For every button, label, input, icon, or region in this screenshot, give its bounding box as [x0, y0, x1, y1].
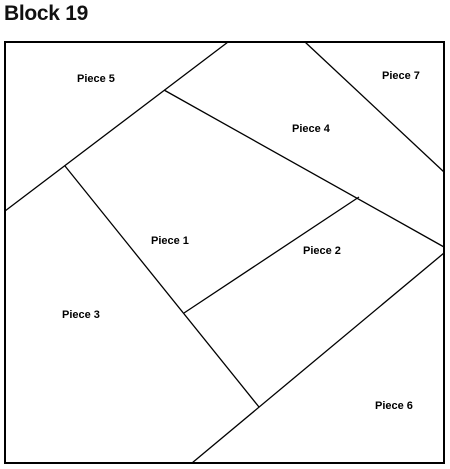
piece-label-6: Piece 6	[375, 400, 413, 412]
seam-line	[4, 41, 229, 212]
block-title: Block 19	[4, 2, 88, 25]
piece-label-4: Piece 4	[292, 123, 331, 135]
seam-line	[191, 252, 445, 464]
block-border	[4, 41, 445, 464]
piece-label-7: Piece 7	[382, 70, 420, 82]
piece-label-1: Piece 1	[151, 235, 189, 247]
seam-line	[304, 41, 445, 173]
seam-line	[163, 89, 445, 248]
piece-label-5: Piece 5	[77, 73, 115, 85]
seam-line	[64, 165, 260, 408]
piece-label-2: Piece 2	[303, 245, 341, 257]
seam-line	[183, 196, 360, 314]
piece-label-3: Piece 3	[62, 309, 100, 321]
